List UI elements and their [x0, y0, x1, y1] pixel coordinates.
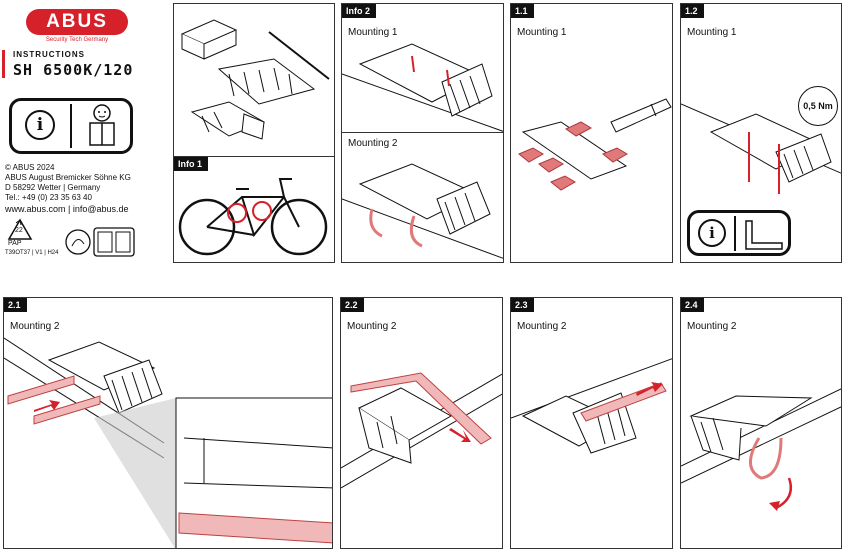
mounting2-preview-illustration [342, 163, 503, 259]
step-1-2-tag: 1.2 [681, 4, 704, 18]
info1-panel: Info 1 [173, 156, 335, 263]
strap-through-illustration [511, 358, 672, 454]
recycle-icon [7, 218, 33, 240]
step-1-2-title: Mounting 1 [687, 27, 737, 38]
company-phone: Tel.: +49 (0) 23 35 63 40 [5, 193, 92, 202]
step-2-3-panel: 2.3 Mounting 2 [510, 297, 673, 549]
strap-wrap-illustration [681, 388, 841, 511]
step-1-2-panel: 1.2 Mounting 1 0,5 Nm i [680, 3, 842, 263]
step-1-1-tag: 1.1 [511, 4, 534, 18]
hex-key-icon [745, 220, 783, 250]
step-2-1-title: Mounting 2 [10, 321, 60, 332]
recycle-material: PAP [8, 240, 22, 247]
copyright: © ABUS 2024 [5, 163, 55, 172]
company-address: D 58292 Wetter | Germany [5, 183, 101, 192]
bicycle-illustration [178, 178, 328, 256]
mounting1-preview-illustration [342, 43, 503, 132]
company-name: ABUS August Bremicker Söhne KG [5, 173, 131, 182]
step-2-2-tag: 2.2 [341, 298, 364, 312]
read-manual-box: i [9, 98, 133, 154]
brand-tagline: Security Tech Germany [45, 37, 109, 43]
info-icon: i [698, 219, 726, 247]
step-2-3-title: Mounting 2 [517, 321, 567, 332]
document-code: T39OT37 | V1 | H24 [5, 250, 59, 256]
torque-badge: 0,5 Nm [798, 86, 838, 126]
step-2-2-title: Mounting 2 [347, 321, 397, 332]
strap-insertion-illustration [4, 337, 332, 548]
info2-mounting1-title: Mounting 1 [348, 27, 398, 38]
cover-column: ABUS Security Tech Germany INSTRUCTIONS … [0, 0, 168, 270]
divider [70, 104, 72, 148]
step-2-1-tag: 2.1 [4, 298, 27, 312]
company-web[interactable]: www.abus.com | info@abus.de [5, 204, 129, 214]
info2-tag: Info 2 [342, 4, 376, 18]
tool-info-box: i [687, 210, 791, 256]
step-2-1-panel: 2.1 Mounting 2 [3, 297, 333, 549]
info2-panel: Info 2 Mounting 1 Mounting 2 [341, 3, 504, 263]
step-1-1-title: Mounting 1 [517, 27, 567, 38]
info2-mounting2-title: Mounting 2 [348, 138, 398, 149]
step-1-1-panel: 1.1 Mounting 1 [510, 3, 673, 263]
bracket-parts-illustration [518, 98, 672, 191]
step-2-3-tag: 2.3 [511, 298, 534, 312]
info1-tag: Info 1 [174, 157, 208, 171]
person-reading-icon [89, 104, 115, 146]
recycle-number: 22 [15, 227, 23, 234]
disposal-info-icon [65, 227, 135, 257]
abus-logo: ABUS [26, 9, 128, 35]
step-2-2-panel: 2.2 Mounting 2 [340, 297, 503, 549]
strap-pull-illustration [341, 372, 502, 489]
doc-heading: INSTRUCTIONS [13, 50, 85, 59]
info-icon: i [25, 110, 55, 140]
package-contents-panel [173, 3, 335, 156]
step-2-4-panel: 2.4 Mounting 2 [680, 297, 842, 549]
step-2-4-title: Mounting 2 [687, 321, 737, 332]
title-accent-bar [2, 50, 5, 78]
divider [734, 216, 736, 251]
model-name: SH 6500K/120 [13, 61, 134, 79]
mount-with-screws-illustration [681, 103, 841, 194]
step-2-4-tag: 2.4 [681, 298, 704, 312]
product-contents-illustration [180, 19, 330, 140]
